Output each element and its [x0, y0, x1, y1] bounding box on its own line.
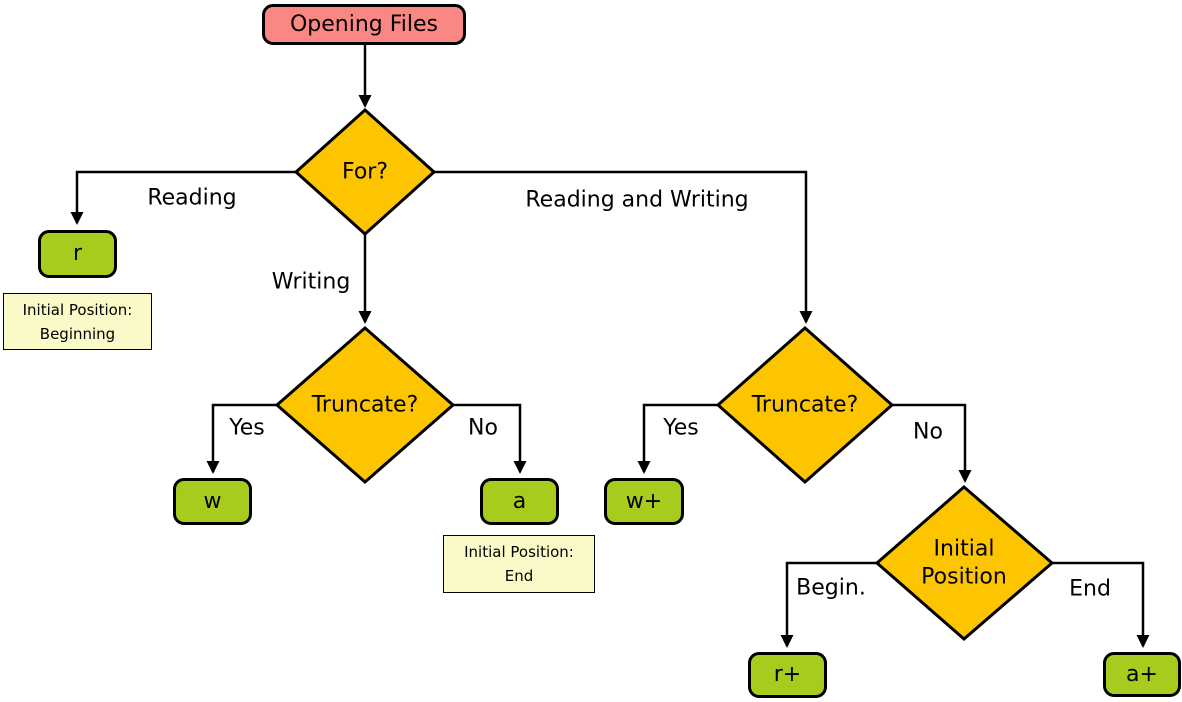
- edge-for-to-truncate-right: [434, 170, 813, 324]
- edge-truncate-right-to-w-plus: [637, 403, 718, 474]
- node-opening-files: Opening Files: [262, 4, 466, 45]
- node-mode-w-plus-label: w+: [625, 488, 663, 514]
- node-mode-a: a: [480, 478, 559, 525]
- edge-truncate-left-to-a: [453, 403, 527, 474]
- note-beginning-line2: Beginning: [39, 324, 116, 343]
- node-mode-a-label: a: [512, 488, 527, 514]
- edge-truncate-right-to-initial-position: [892, 403, 972, 483]
- node-opening-files-label: Opening Files: [289, 11, 439, 37]
- node-mode-r: r: [38, 230, 117, 278]
- node-mode-a-plus: a+: [1103, 652, 1181, 697]
- note-initial-position-end: Initial Position: End: [443, 535, 595, 593]
- decision-truncate-left-shape: [274, 326, 456, 484]
- note-end-line1: Initial Position:: [464, 543, 574, 561]
- note-initial-position-beginning: Initial Position: Beginning: [3, 293, 152, 350]
- node-mode-r-plus-label: r+: [773, 662, 802, 687]
- note-beginning-line1: Initial Position:: [22, 300, 133, 319]
- edge-for-to-r: [70, 170, 296, 225]
- decision-truncate-right-shape: [715, 325, 895, 485]
- node-mode-r-plus: r+: [748, 652, 827, 698]
- note-end-line2: End: [504, 567, 534, 585]
- decision-for-shape: [293, 107, 437, 237]
- decision-initial-position-shape: [874, 485, 1055, 641]
- node-mode-w-label: w: [203, 488, 222, 514]
- node-mode-r-label: r: [72, 241, 83, 266]
- edge-initial-position-to-r-plus: [780, 561, 877, 648]
- edge-truncate-left-to-w: [206, 403, 277, 474]
- node-mode-w: w: [173, 478, 252, 525]
- node-mode-w-plus: w+: [604, 478, 684, 525]
- node-mode-a-plus-label: a+: [1126, 661, 1158, 687]
- edge-initial-position-to-a-plus: [1052, 561, 1150, 648]
